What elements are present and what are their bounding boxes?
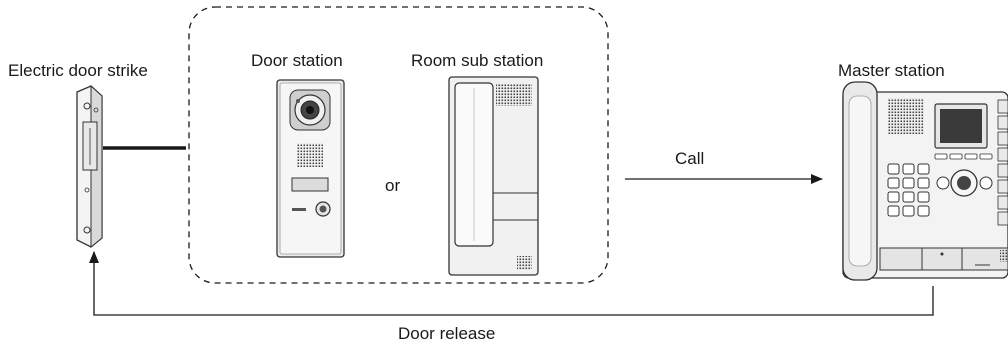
- electric-door-strike: [76, 84, 103, 249]
- electric-door-strike-label: Electric door strike: [8, 61, 148, 80]
- call-label: Call: [675, 149, 704, 168]
- master-station-label: Master station: [838, 61, 945, 80]
- door-release-label: Door release: [398, 324, 495, 343]
- or-label: or: [385, 176, 400, 195]
- station-group-dashed-box: [188, 6, 609, 284]
- door-station: [276, 79, 345, 258]
- door-release-arrow: [89, 251, 934, 316]
- room-sub-station: [448, 76, 539, 276]
- door-station-label: Door station: [251, 51, 343, 70]
- master-station: [842, 81, 1008, 281]
- room-sub-station-label: Room sub station: [411, 51, 543, 70]
